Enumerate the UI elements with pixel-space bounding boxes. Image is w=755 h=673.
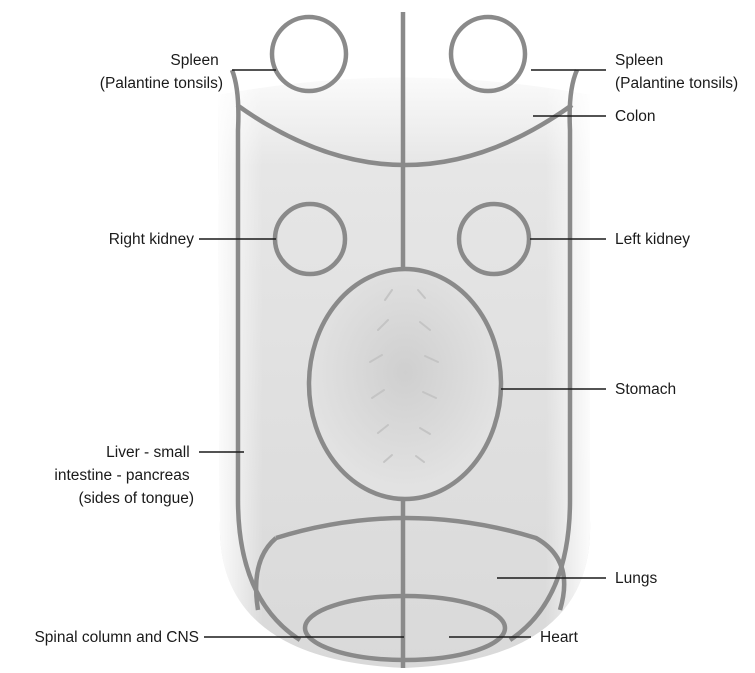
label-left-kidney: Left kidney (615, 231, 690, 248)
label-colon: Colon (615, 108, 656, 125)
label-spleen-right: Spleen (Palantine tonsils) (615, 52, 738, 92)
stomach-zone (309, 269, 501, 499)
tongue (218, 12, 590, 668)
label-heart: Heart (540, 629, 579, 646)
label-stomach: Stomach (615, 381, 676, 398)
label-lungs: Lungs (615, 570, 657, 587)
label-liver: Liver - small intestine - pancreas (side… (54, 444, 194, 507)
spleen-left-zone (272, 17, 346, 91)
label-spleen-left: Spleen (Palantine tonsils) (100, 52, 223, 92)
label-right-kidney: Right kidney (109, 231, 195, 248)
label-spinal: Spinal column and CNS (34, 629, 199, 646)
spleen-right-zone (451, 17, 525, 91)
